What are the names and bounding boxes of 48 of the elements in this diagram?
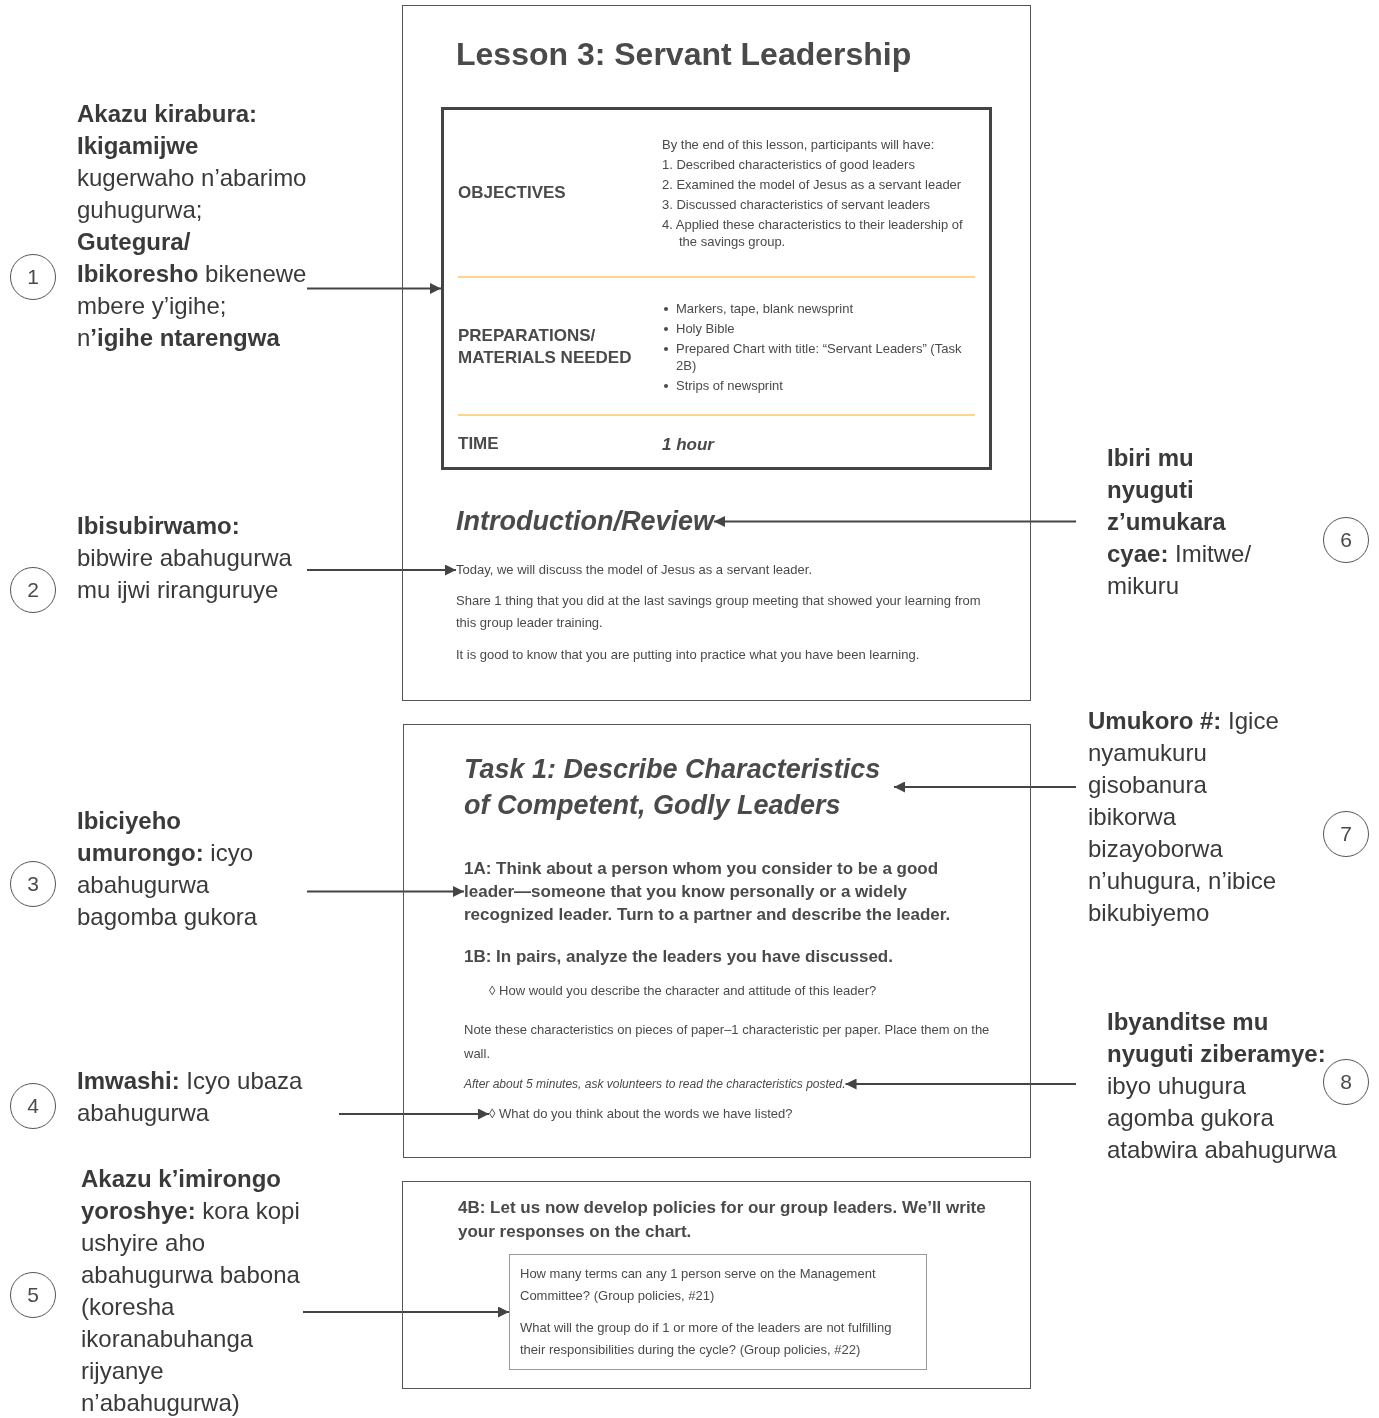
page-title: Lesson 3: Servant Leadership [456, 36, 912, 73]
list-item: 4. Applied these characteristics to their leadership of the savings group. [662, 216, 964, 250]
annotation-text: Ibiri mu nyuguti z’umukara cyae: Imitwe/ mikuru [1076, 442, 1272, 602]
annotation-text: Imwashi: Icyo ubaza abahugurwa [77, 1065, 339, 1129]
policy-page [402, 1181, 1031, 1389]
annotation-text: Akazu k’imirongo yoroshye: kora kopi ushyire aho abahugurwa babona (koresha ikoranabuhanga rijyanye n’abahugurwa) [81, 1163, 303, 1418]
row-heading: TIME [458, 433, 500, 455]
question-text: ◊ How would you describe the character and attitude of this leader? [489, 983, 878, 998]
paragraph: It is good to know that you are putting into practice what you have been learning. [456, 646, 921, 664]
annotation-text: Akazu kirabura: Ikigamijwe kugerwaho n’abarimo guhugurwa; Gutegura/ Ibikoresho bikenewe mbere y’igihe; n’igihe ntarengwa [77, 98, 307, 354]
arrow [303, 1306, 509, 1318]
paragraph: By the end of this lesson, participants will have: [662, 136, 936, 153]
row-heading: PREPARATIONS/ MATERIALS NEEDED [458, 325, 633, 369]
row-heading: OBJECTIVES [458, 182, 567, 204]
list-item: Holy Bible [676, 321, 735, 336]
list-item: 3. Discussed characteristics of servant leaders [662, 196, 932, 213]
question-text: ◊ What do you think about the words we have listed? [489, 1105, 793, 1123]
task-heading: Task 1: Describe Characteristics of Competent, Godly Leaders [464, 751, 894, 823]
annotation-text: Umukoro #: Igice nyamukuru gisobanura ibikorwa bizayoborwa n’uhugura, n’ibice bikubiyemo [1076, 705, 1298, 929]
italic-note: After about 5 minutes, ask volunteers to read the characteristics posted. [464, 1075, 846, 1093]
paragraph: Note these characteristics on pieces of paper–1 characteristic per paper. Place them on the wall. [464, 1021, 991, 1063]
arrow [307, 283, 441, 294]
arrow [307, 564, 456, 576]
task-page [403, 724, 1031, 1158]
question-text: How many terms can any 1 person serve on the Management Committee? (Group policies, #21) [520, 1265, 877, 1305]
instruction-text: 1A: Think about a person whom you consider to be a good leader—someone that you know personally or a widely recognized leader. Turn to a partner and describe the leader. [464, 857, 964, 926]
list-item: Markers, tape, blank newsprint [676, 301, 854, 316]
duration-text: 1 hour [662, 435, 716, 453]
annotation-text: Ibisubirwamo: bibwire abahugurwa mu ijwi riranguruye [77, 510, 307, 606]
objectives-table [441, 107, 992, 470]
question-box [509, 1254, 927, 1370]
section-heading: Introduction/Review [456, 506, 715, 537]
list-item: 1. Described characteristics of good leaders [662, 156, 916, 173]
question-text: What will the group do if 1 or more of the leaders are not fulfilling their responsibilities during the cycle? (Group policies, #22) [520, 1319, 893, 1359]
arrow [714, 516, 1076, 527]
lesson-page [402, 5, 1031, 701]
arrow [307, 886, 464, 897]
arrow [894, 781, 1076, 793]
annotation-text: Ibiciyeho umurongo: icyo abahugurwa bagomba gukora [77, 805, 307, 933]
list-item: Prepared Chart with title: “Servant Leaders” (Task 2B) [676, 341, 962, 373]
instruction-text: 1B: In pairs, analyze the leaders you have discussed. [464, 947, 894, 967]
arrow [845, 1078, 1076, 1090]
paragraph: Share 1 thing that you did at the last savings group meeting that showed your learning from this group leader training. [456, 592, 982, 632]
paragraph: Today, we will discuss the model of Jesus as a servant leader. [456, 559, 812, 581]
instruction-text: 4B: Let us now develop policies for our group leaders. We’ll write your responses on the chart. [458, 1197, 987, 1243]
list-item: 2. Examined the model of Jesus as a servant leader [662, 176, 963, 193]
arrow [339, 1108, 489, 1120]
list-item: Strips of newsprint [676, 378, 783, 393]
